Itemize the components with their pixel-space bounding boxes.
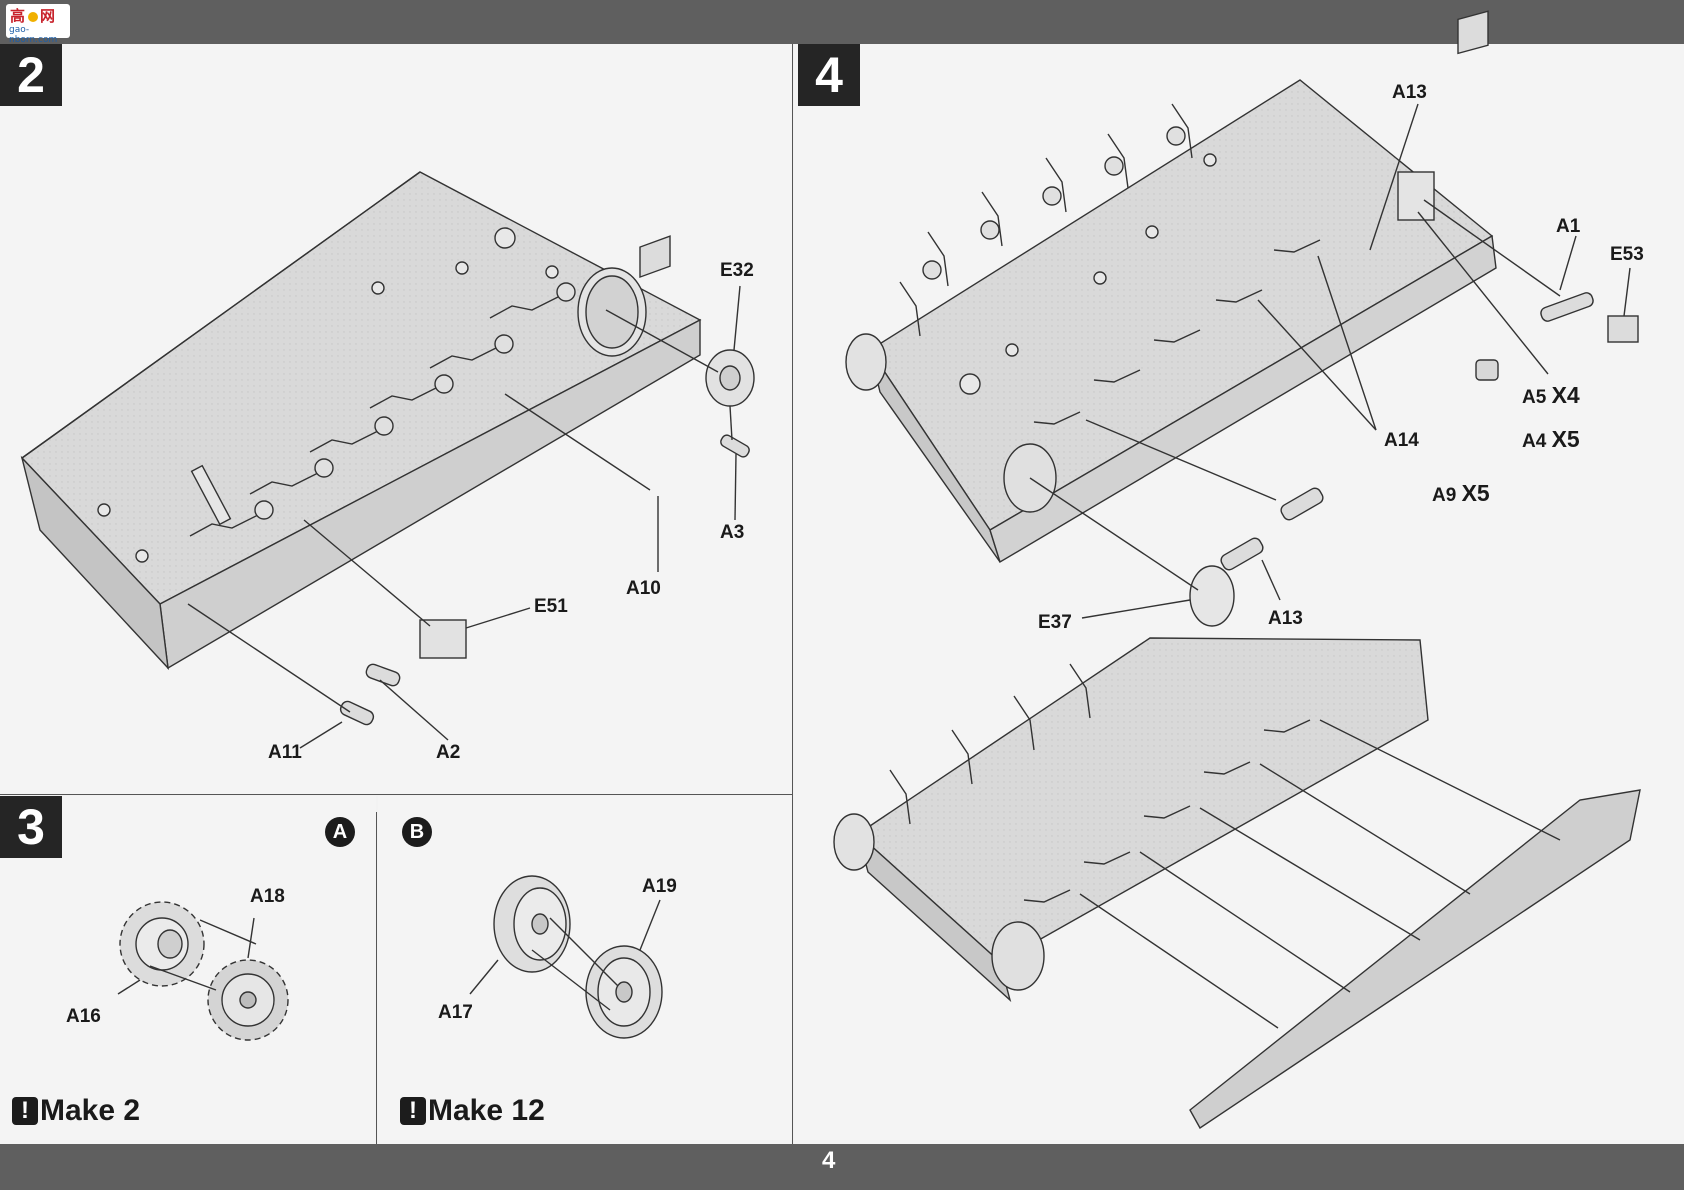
- top-border-bar: [0, 0, 1684, 44]
- part-label-a13-top: A13: [1392, 82, 1427, 103]
- part-label-a11: A11: [268, 742, 302, 763]
- a5-quantity: X4: [1551, 382, 1580, 408]
- make-quantity-a: !Make 2: [12, 1094, 140, 1128]
- step-2-badge: 2: [0, 44, 62, 106]
- part-label-a3: A3: [720, 522, 745, 543]
- divider-horizontal-left: [0, 794, 792, 795]
- a4-id: A4: [1522, 431, 1547, 452]
- part-label-a17: A17: [438, 1002, 473, 1023]
- a9-quantity: X5: [1461, 480, 1490, 506]
- make-label-b: Make 12: [428, 1094, 545, 1127]
- a9-id: A9: [1432, 485, 1457, 506]
- make-quantity-b: !Make 12: [400, 1094, 545, 1128]
- divider-vertical-main: [792, 44, 793, 1144]
- a4-quantity: X5: [1551, 426, 1580, 452]
- part-label-e53: E53: [1610, 244, 1644, 265]
- make-label-a: Make 2: [40, 1094, 141, 1127]
- part-label-a16: A16: [66, 1006, 101, 1027]
- warning-icon: !: [400, 1097, 426, 1125]
- hull-step4-upper: [845, 10, 1639, 627]
- sprocket-parts: [117, 901, 289, 1041]
- page-number: 4: [822, 1147, 836, 1174]
- part-label-e32: E32: [720, 260, 754, 281]
- part-label-a5: A5 X4: [1522, 382, 1580, 409]
- part-label-a19: A19: [642, 876, 677, 897]
- part-label-a9: A9 X5: [1432, 480, 1490, 507]
- part-label-a14: A14: [1384, 430, 1419, 451]
- bottom-border-bar: [0, 1144, 1684, 1190]
- logo-url: gao-nborn.com: [9, 25, 58, 45]
- part-label-a10: A10: [626, 578, 661, 599]
- logo-brand-mark: 高网: [10, 7, 57, 25]
- part-label-a4: A4 X5: [1522, 426, 1580, 453]
- warning-icon: !: [12, 1097, 38, 1125]
- hull-step4-lower: [833, 637, 1641, 1130]
- step-4-badge: 4: [798, 44, 860, 106]
- part-label-a18: A18: [250, 886, 285, 907]
- hull-step2: [20, 171, 755, 749]
- a5-id: A5: [1522, 387, 1547, 408]
- sub-step-b-badge: B: [402, 817, 432, 847]
- road-wheel-parts: [469, 875, 663, 1039]
- panel-step-3b: [378, 796, 792, 1144]
- step-3-badge: 3: [0, 796, 62, 858]
- part-label-a13-bottom: A13: [1268, 608, 1303, 629]
- watermark-logo: 高网 gao-nborn.com: [6, 4, 70, 45]
- part-label-a1: A1: [1556, 216, 1581, 237]
- part-label-e37: E37: [1038, 612, 1072, 633]
- part-label-e51: E51: [534, 596, 568, 617]
- sub-step-a-badge: A: [325, 817, 355, 847]
- part-label-a2: A2: [436, 742, 461, 763]
- divider-vertical-step3: [376, 812, 377, 1144]
